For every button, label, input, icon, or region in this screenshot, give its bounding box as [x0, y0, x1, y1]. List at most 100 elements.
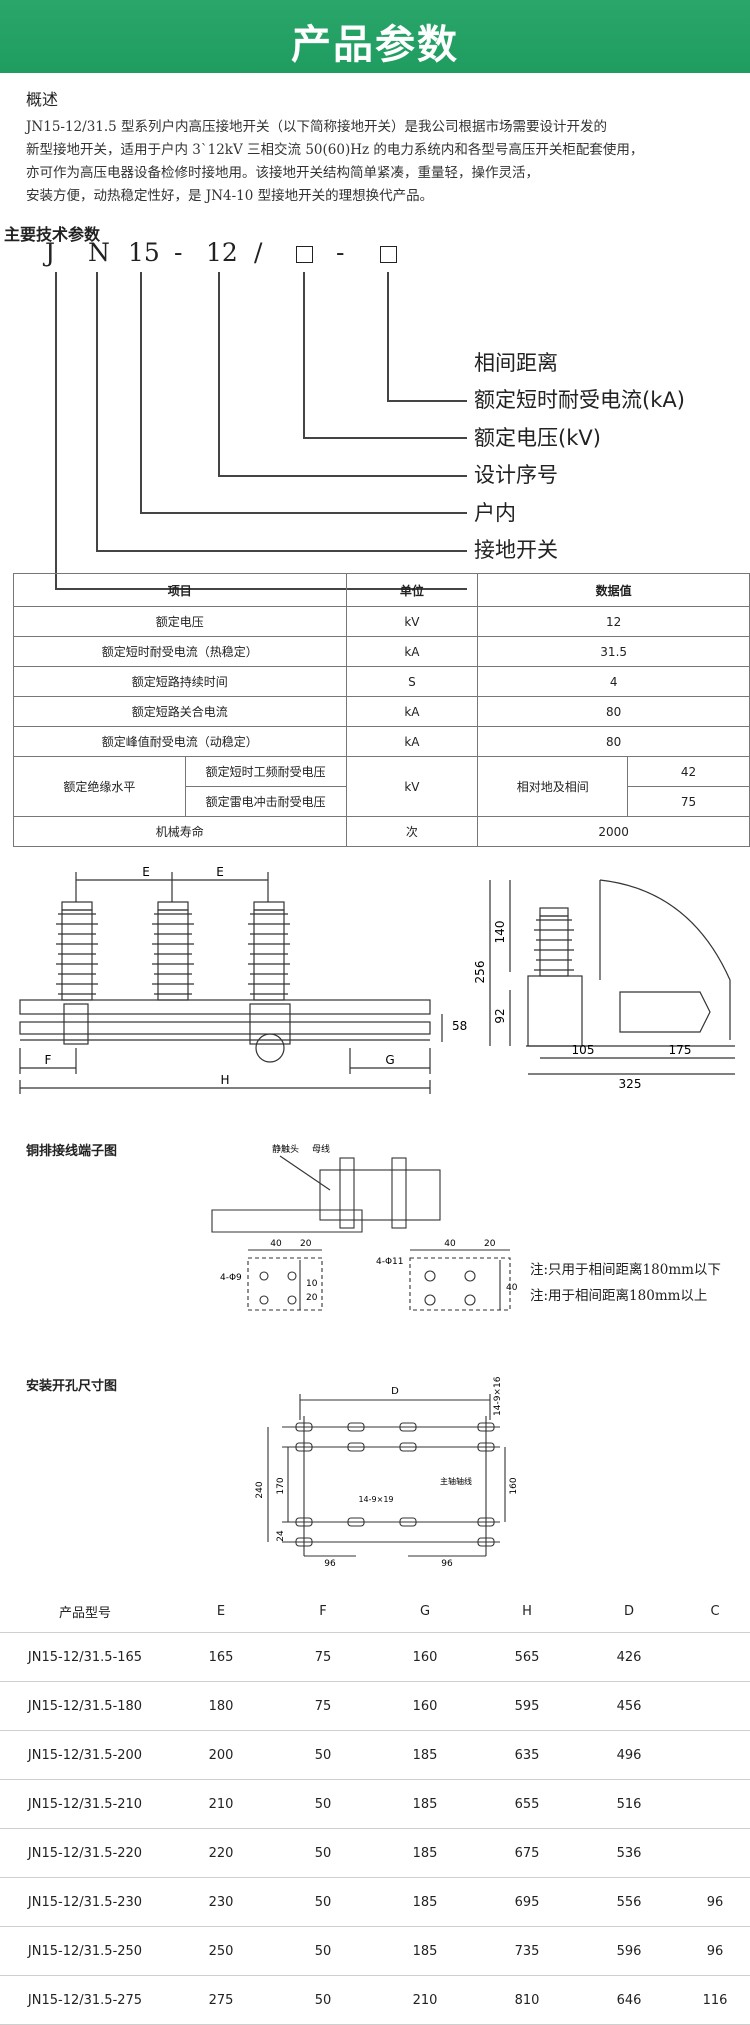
copper-dim-a20v: 20	[306, 1293, 318, 1303]
leader-line	[96, 550, 467, 552]
table-row: 机械寿命 次 2000	[13, 816, 750, 847]
spec-value: 75	[627, 786, 750, 817]
copper-hole1: 4-Φ9	[220, 1273, 242, 1283]
dim-cell: 96	[680, 1877, 750, 1927]
install-shaft-label: 主轴轴线	[440, 1476, 472, 1486]
spec-item: 额定峰值耐受电流（动稳定）	[13, 726, 347, 757]
dim-cell: 50	[272, 1779, 374, 1829]
dim-325: 325	[619, 1077, 642, 1091]
overview-line: 安装方便，动热稳定性好，是 JN4-10 型接地开关的理想换代产品。	[26, 188, 434, 204]
dim-cell: 160	[374, 1681, 476, 1731]
dim-header-model: 产品型号	[0, 1590, 170, 1633]
leader-line	[96, 272, 98, 550]
copper-caption: 铜排接线端子图	[26, 1144, 118, 1159]
spec-item: 额定短时耐受电流（热稳定）	[13, 636, 347, 667]
code-box-1	[296, 246, 313, 263]
dim-cell: 50	[272, 1926, 374, 1976]
spec-item: 机械寿命	[13, 816, 347, 847]
table-row: 额定峰值耐受电流（动稳定） kA 80	[13, 726, 750, 757]
dim-cell	[680, 1730, 750, 1780]
install-hole-drawing: D 14-9×16 240 170 24 96 96 160 14-9×19 主…	[255, 1376, 519, 1569]
spec-unit: kA	[345, 726, 479, 757]
dim-h: H	[220, 1073, 229, 1087]
dimension-header-row: 产品型号 E F G H D C	[0, 1590, 750, 1633]
copper-terminal-drawing: 静触头 母线 40 20 4-Φ9 10 20 40 20 4-Φ11 40	[211, 1143, 518, 1311]
code-label-phase-distance: 相间距离	[474, 351, 558, 375]
dim-cell: 75	[272, 1632, 374, 1682]
copper-hole2: 4-Φ11	[376, 1257, 404, 1267]
spec-header-row: 项目 单位 数据值	[13, 573, 750, 607]
spec-insulation-sub: 额定雷电冲击耐受电压	[184, 786, 347, 817]
code-char-n: N	[88, 238, 110, 267]
copper-tag-busbar: 母线	[312, 1143, 330, 1155]
spec-unit: kA	[345, 636, 479, 667]
dim-cell	[680, 1779, 750, 1829]
copper-dim-b40: 40	[444, 1239, 456, 1249]
dim-cell: 275	[170, 1975, 272, 2025]
code-box-2	[380, 246, 397, 263]
code-label-rated-voltage: 额定电压(kV)	[474, 426, 601, 450]
table-row: 额定短路关合电流 kA 80	[13, 696, 750, 727]
dim-cell: 735	[476, 1926, 578, 1976]
dim-140: 140	[493, 921, 507, 944]
dim-header-f: F	[272, 1590, 374, 1633]
dim-cell: 456	[578, 1681, 680, 1731]
install-dim-96a: 96	[324, 1559, 336, 1569]
spec-value: 2000	[477, 816, 750, 847]
title-banner: 产品参数	[0, 0, 750, 73]
code-dash: -	[336, 238, 345, 267]
leader-line	[387, 272, 389, 400]
spec-header-value: 数据值	[477, 573, 750, 607]
copper-dim-a10: 10	[306, 1279, 318, 1289]
dim-92: 92	[493, 1008, 507, 1023]
dim-cell: 50	[272, 1828, 374, 1878]
spec-insulation-group: 额定绝缘水平	[13, 756, 186, 817]
dim-cell: JN15-12/31.5-230	[0, 1877, 170, 1927]
code-label-earthing-switch: 接地开关	[474, 538, 558, 562]
copper-dim-b20: 20	[484, 1239, 496, 1249]
overview-line: JN15-12/31.5 型系列户内高压接地开关（以下简称接地开关）是我公司根据…	[26, 119, 608, 135]
dim-cell: 200	[170, 1730, 272, 1780]
dim-175: 175	[669, 1043, 692, 1057]
dim-cell: JN15-12/31.5-200	[0, 1730, 170, 1780]
install-caption: 安装开孔尺寸图	[26, 1379, 118, 1394]
spec-insulation-sub: 额定短时工频耐受电压	[184, 756, 347, 787]
spec-header-unit: 单位	[345, 573, 479, 607]
dim-cell: 50	[272, 1877, 374, 1927]
leader-line	[303, 272, 305, 437]
dim-f: F	[45, 1053, 52, 1067]
dim-cell: 695	[476, 1877, 578, 1927]
table-row: 额定电压 kV 12	[13, 606, 750, 637]
dim-cell: 210	[170, 1779, 272, 1829]
dim-cell: 185	[374, 1926, 476, 1976]
install-dim-24: 24	[276, 1530, 286, 1542]
spec-insulation-relative: 相对地及相间	[477, 756, 629, 817]
code-label-indoor: 户内	[474, 501, 516, 525]
dim-cell: 165	[170, 1632, 272, 1682]
dim-58: 58	[452, 1019, 467, 1033]
table-row: 额定雷电冲击耐受电压 75	[14, 786, 750, 817]
dim-cell: 50	[272, 1730, 374, 1780]
dim-cell: 185	[374, 1730, 476, 1780]
leader-line	[55, 272, 57, 588]
overview-heading: 概述	[26, 90, 59, 109]
dim-header-c: C	[680, 1590, 750, 1633]
dim-cell: 810	[476, 1975, 578, 2025]
outline-drawing: E E 58 F G H 256 140 92 105 175 325	[19, 865, 735, 1094]
dim-cell: 496	[578, 1730, 680, 1780]
insulator	[56, 901, 98, 1001]
copper-tag-contact: 静触头	[272, 1143, 299, 1155]
dim-cell: 646	[578, 1975, 680, 2025]
leader-line	[218, 475, 467, 477]
spec-unit: kV	[345, 756, 479, 817]
dim-cell: 50	[272, 1975, 374, 2025]
spec-unit: 次	[345, 816, 479, 847]
dim-cell	[680, 1828, 750, 1878]
dim-cell: 250	[170, 1926, 272, 1976]
